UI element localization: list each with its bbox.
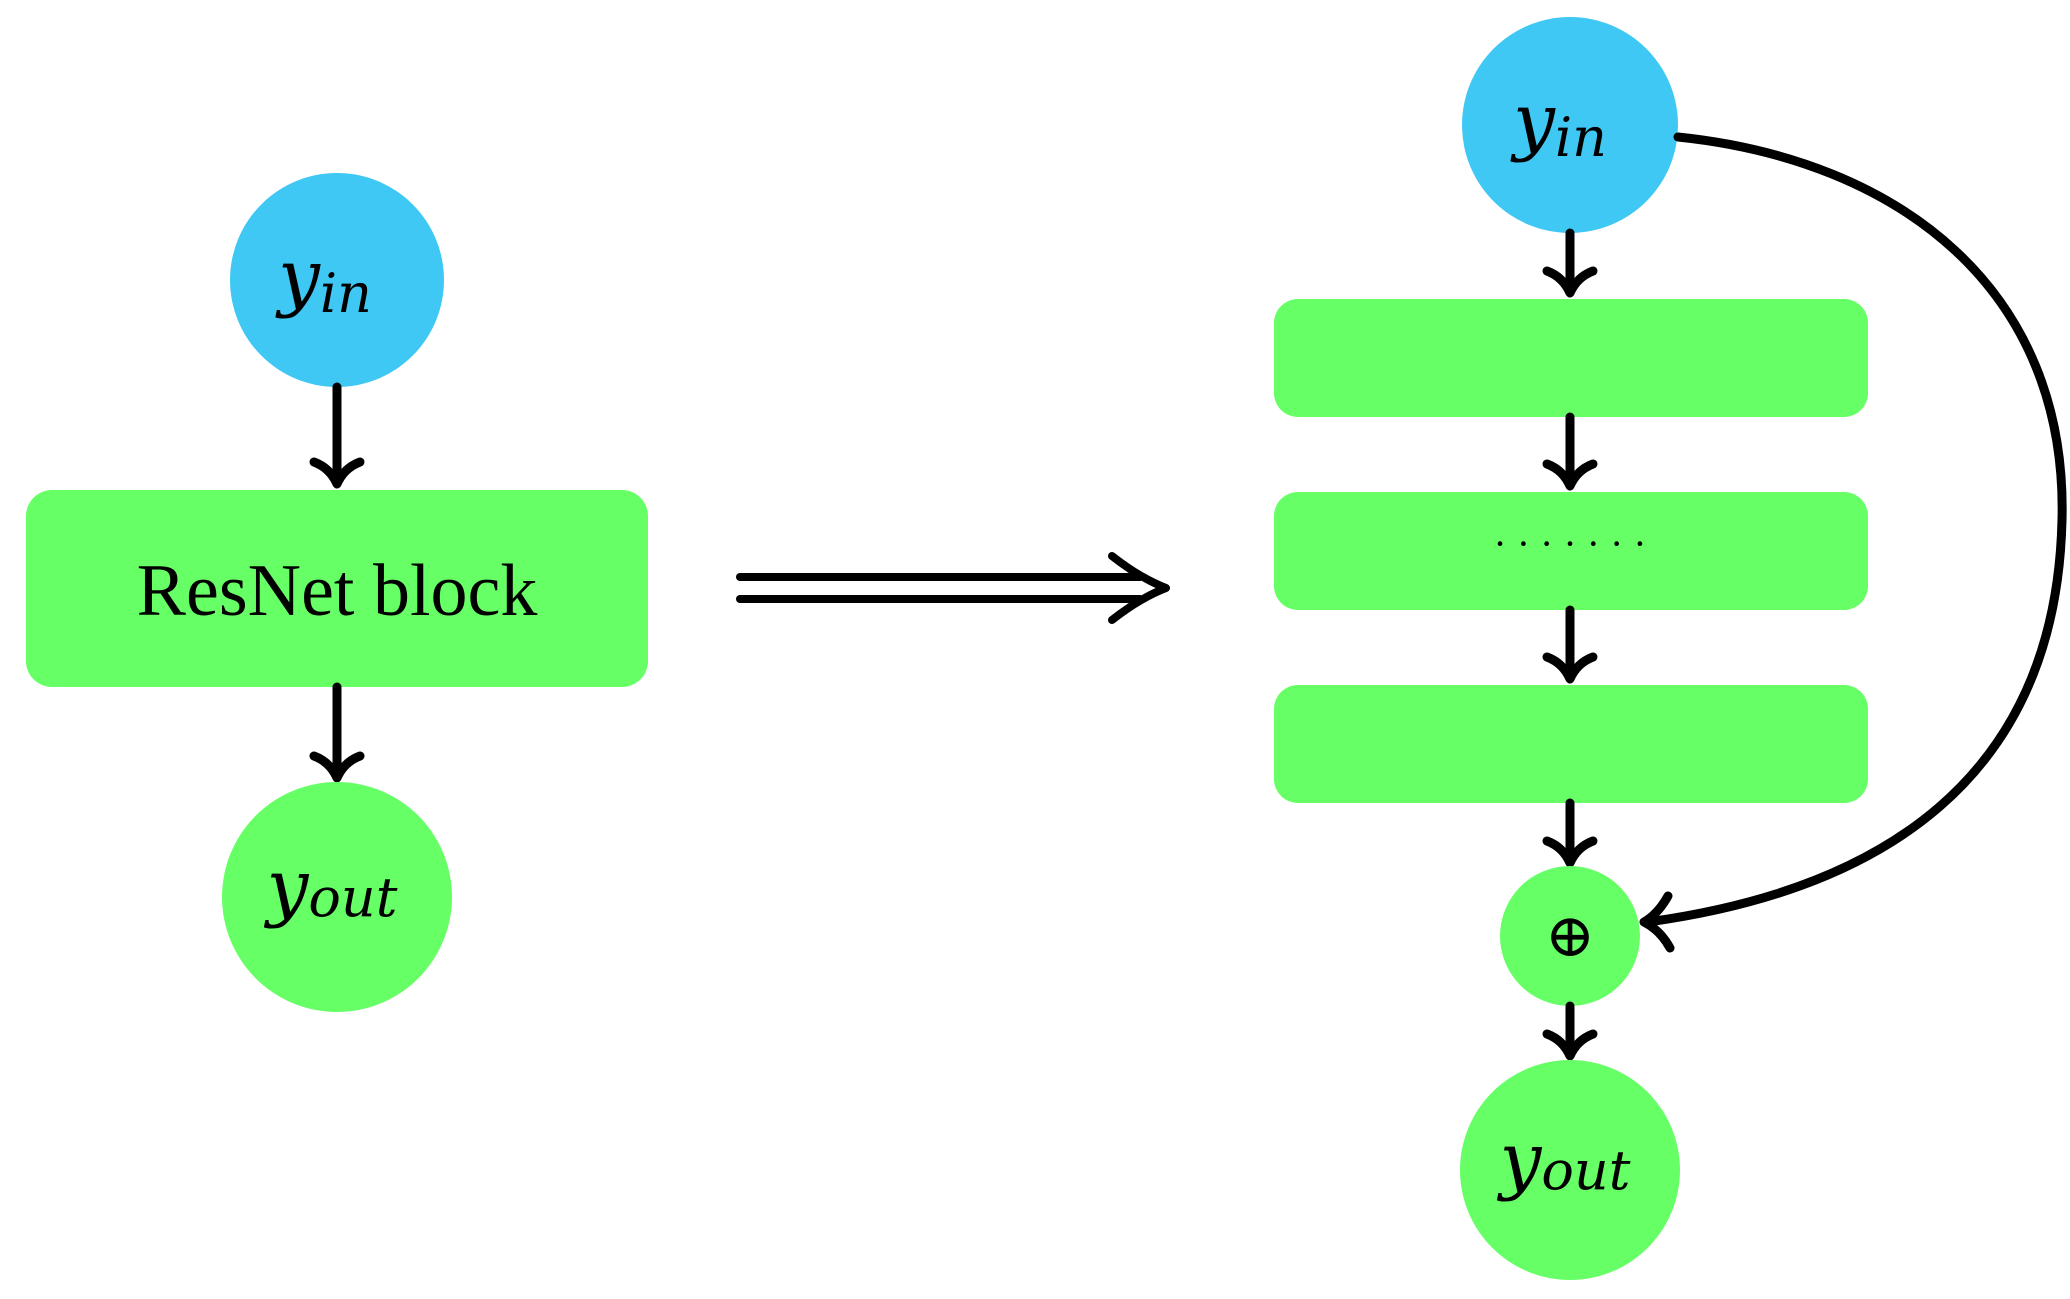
left-input-sub: in [320,262,372,325]
right-input-sub: in [1555,106,1607,169]
right-sum-node [1500,866,1640,1006]
right-diagram: yin · · · · · · · [1274,17,2067,1280]
right-output-sub: out [1541,1139,1630,1202]
right-layer-2-label: · · · · · · · [1493,521,1646,566]
left-output-node [222,782,452,1012]
left-input-main: y [275,234,321,320]
right-layer-1 [1274,299,1868,417]
right-sum-symbol: ⊕ [1545,901,1595,971]
right-arrow-layer1-to-layer2 [1542,412,1598,491]
left-diagram: yin ResNet block yout [26,173,648,1012]
right-skip-connection [1639,132,2067,953]
right-output-node [1460,1060,1680,1280]
left-input-label: yin [275,234,372,325]
implies-arrow [736,552,1170,624]
right-arrow-layer2-to-layer3 [1542,605,1598,684]
left-arrow-in-to-block [309,382,365,489]
right-layer-3 [1274,685,1868,803]
right-arrow-layer3-to-sum [1542,798,1598,868]
left-output-main: y [264,844,310,930]
right-input-node [1462,17,1678,233]
right-arrow-in-to-layer1 [1542,228,1598,298]
left-resnet-block [26,490,648,687]
left-resnet-block-label: ResNet block [137,550,538,632]
right-output-label: yout [1497,1117,1631,1203]
left-output-sub: out [308,866,397,929]
right-input-main: y [1510,78,1556,164]
right-output-main: y [1497,1117,1543,1203]
left-output-label: yout [264,844,398,930]
left-arrow-block-to-out [309,682,365,783]
left-input-node [230,173,444,387]
right-arrow-sum-to-out [1542,1001,1598,1061]
right-layer-2 [1274,492,1868,610]
right-input-label: yin [1510,78,1607,169]
